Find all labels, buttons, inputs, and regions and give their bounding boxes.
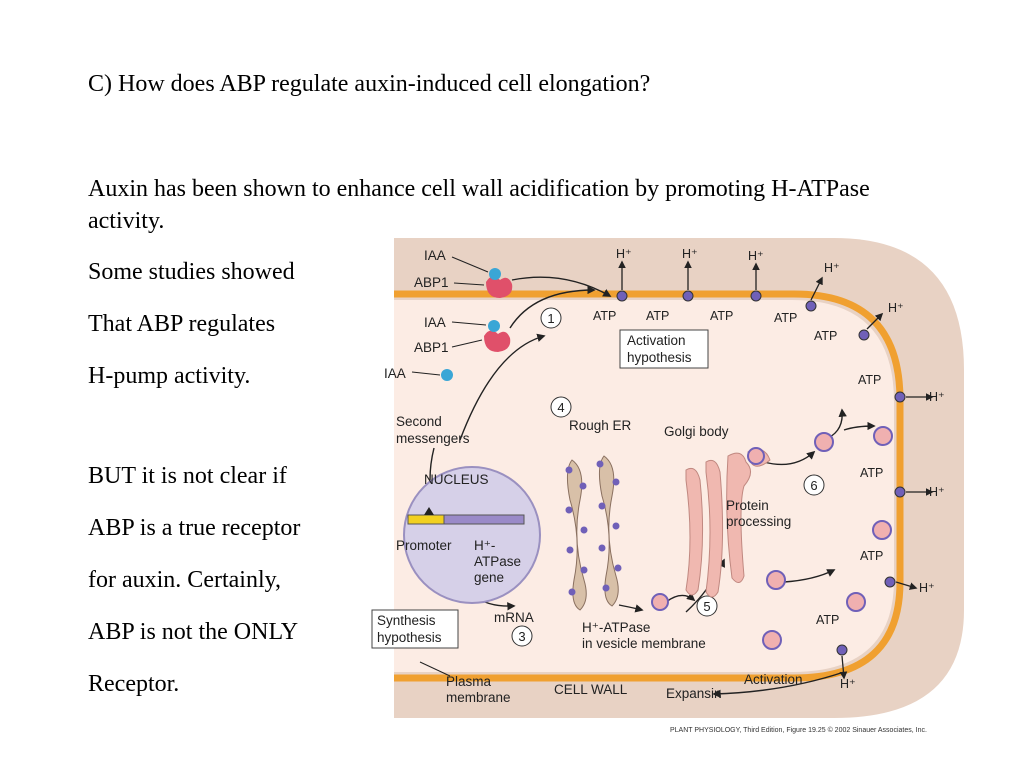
slide-intro: Auxin has been shown to enhance cell wal… [88,176,870,234]
atp-label: ATP [814,329,837,343]
nucleus [403,466,541,604]
synthesis-hypothesis-label: Synthesis [377,613,436,628]
atp-label: ATP [816,613,839,627]
abp1-label: ABP1 [414,275,449,290]
activation-hypothesis-box [619,329,709,369]
activation-hypothesis-label: Activation [627,333,686,348]
proton-arrows [618,260,934,680]
gene-label: gene [474,570,504,585]
auxin-cell-diagram: H⁺ H⁺ H⁺ H⁺ H⁺ H⁺ H⁺ H⁺ H⁺ ATP ATP ATP A… [364,230,964,740]
atp-label: ATP [593,309,616,323]
protein-processing-label: Protein [726,498,769,513]
atp-label: ATP [858,373,881,387]
gene-label: ATPase [474,554,521,569]
atp-label: ATP [646,309,669,323]
side-text-line: for auxin. Certainly, [88,567,282,593]
hplus-label: H⁺ [616,247,632,261]
expansin-label: Expansin [666,686,722,701]
plasma-membrane-label: Plasma [446,674,492,689]
second-messengers-label: Second [396,414,442,429]
side-text-line: ABP is not the ONLY [88,619,299,645]
rough-er [565,455,622,611]
activation-label: Activation [744,672,803,687]
figure-caption: PLANT PHYSIOLOGY, Third Edition, Figure … [670,726,927,734]
mrna-label: mRNA [494,610,534,625]
abp1-label: ABP1 [414,340,449,355]
iaa-label: IAA [424,248,446,263]
side-text-line: That ABP regulates [88,311,276,337]
vesicles [651,426,893,650]
side-text-line: H-pump activity. [88,363,251,389]
gene-label: H⁺- [474,538,495,553]
step-number: 6 [810,478,817,493]
step-number: 5 [703,599,710,614]
golgi-body [685,448,771,598]
hplus-label: H⁺ [888,301,904,315]
hplus-label: H⁺ [919,581,935,595]
step-number: 1 [547,311,554,326]
vesicle-atpase-label: in vesicle membrane [582,636,706,651]
hplus-label: H⁺ [748,249,764,263]
free-iaa [441,369,453,381]
atp-label: ATP [774,311,797,325]
promoter-region [407,514,445,525]
atpase-gene [443,514,525,525]
protein-processing-label: processing [726,514,791,529]
golgi-label: Golgi body [664,424,729,439]
side-text-line: Some studies showed [88,259,295,285]
iaa-label: IAA [424,315,446,330]
atp-label: ATP [710,309,733,323]
promoter-label: Promoter [396,538,452,553]
side-text-line: Receptor. [88,671,180,697]
cell-wall-label: CELL WALL [554,682,628,697]
atp-label: ATP [860,466,883,480]
synthesis-hypothesis-box [371,609,459,649]
activation-hypothesis-label: hypothesis [627,350,692,365]
h-pumps [616,290,906,656]
iaa-label: IAA [384,366,406,381]
nucleus-label: NUCLEUS [424,472,489,487]
plasma-membrane-label: membrane [446,690,511,705]
hplus-label: H⁺ [682,247,698,261]
receptor-middle [484,320,511,352]
step-number: 3 [518,629,525,644]
second-messengers-label: messengers [396,431,470,446]
rough-er-label: Rough ER [569,418,632,433]
atp-label: ATP [860,549,883,563]
hplus-label: H⁺ [824,261,840,275]
hplus-label: H⁺ [929,390,945,404]
side-text-line: ABP is a true receptor [88,515,301,541]
receptor-top [486,268,513,298]
hplus-label: H⁺ [929,485,945,499]
side-text-line: BUT it is not clear if [88,463,287,489]
synthesis-hypothesis-label: hypothesis [377,630,442,645]
slide-question: C) How does ABP regulate auxin-induced c… [88,71,651,97]
hplus-label: H⁺ [840,677,856,691]
vesicle-atpase-label: H⁺-ATPase [582,620,650,635]
step-number: 4 [557,400,564,415]
